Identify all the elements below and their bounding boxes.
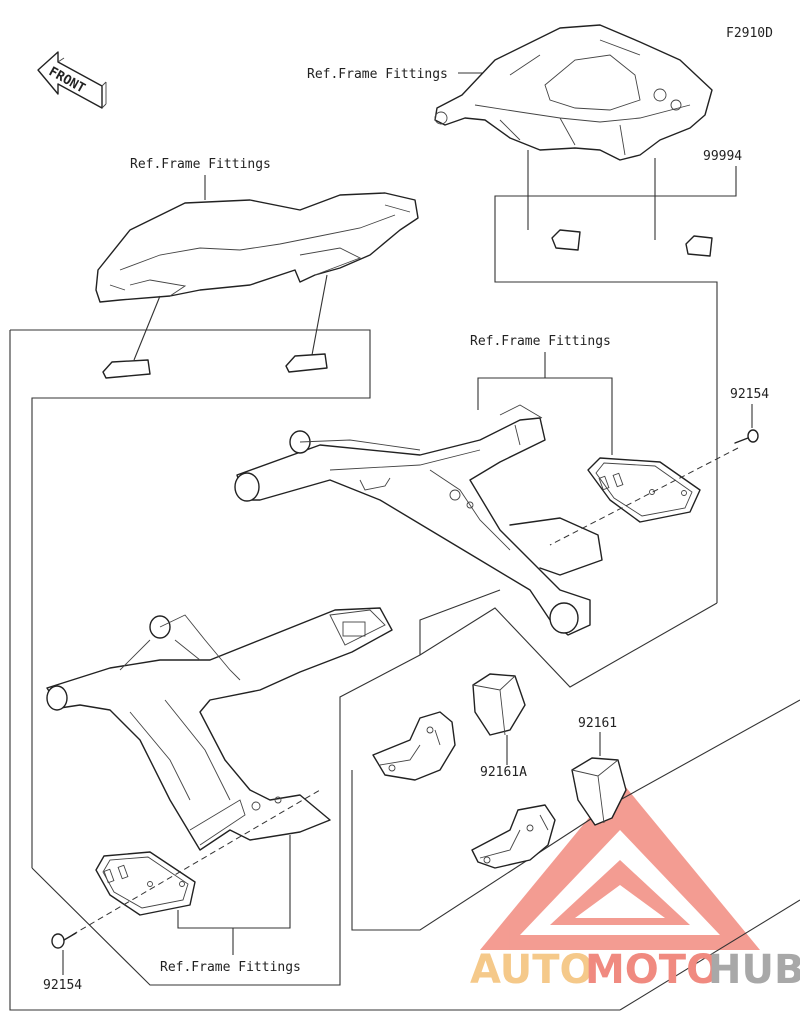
part-number-92161A: 92161A — [480, 765, 527, 780]
heel-plate-right — [587, 457, 701, 523]
lower-step-bracket-part — [46, 607, 393, 851]
seat-frame-part — [95, 192, 419, 303]
part-number-92161: 92161 — [578, 716, 617, 731]
part-number-92154-left: 92154 — [43, 978, 82, 993]
rear-frame-part — [434, 24, 713, 161]
ref-frame-label-mid: Ref.Frame Fittings — [470, 334, 611, 349]
watermark-logo — [480, 780, 760, 950]
rubber-pad-left-2 — [285, 353, 328, 373]
ref-frame-label-top: Ref.Frame Fittings — [307, 67, 448, 82]
heel-plate-left — [95, 851, 196, 916]
part-number-92154-right: 92154 — [730, 387, 769, 402]
watermark-moto: MOTO — [585, 947, 720, 993]
screw-right — [734, 429, 759, 444]
screw-left — [51, 932, 77, 949]
upper-step-bracket-part — [234, 404, 603, 636]
front-arrow-icon: FRONT — [37, 51, 107, 109]
rubber-pad-small-1 — [551, 229, 581, 251]
ref-frame-label-bottom: Ref.Frame Fittings — [160, 960, 301, 975]
lower-bracket-92161 — [471, 804, 556, 869]
watermark-auto: AUTO — [470, 947, 594, 993]
ref-frame-label-left: Ref.Frame Fittings — [130, 157, 271, 172]
upper-bracket-92161A — [372, 711, 456, 781]
diagram-code: F2910D — [726, 26, 773, 41]
part-number-99994: 99994 — [703, 149, 742, 164]
watermark-text: AUTO MOTO HUB — [470, 947, 800, 993]
rubber-pad-left-1 — [102, 359, 151, 379]
watermark-hub: HUB — [708, 947, 800, 993]
rubber-block-92161 — [571, 757, 627, 826]
rubber-block-92161A — [472, 673, 526, 736]
rubber-pad-small-2 — [685, 235, 713, 257]
